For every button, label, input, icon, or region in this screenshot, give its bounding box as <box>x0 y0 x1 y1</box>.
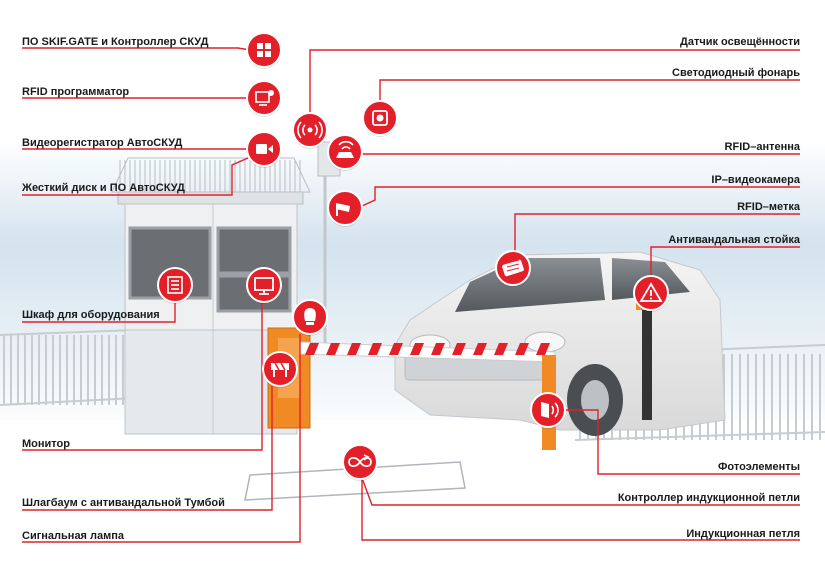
callout-line-signal-lamp <box>22 334 301 543</box>
grid-icon <box>246 32 282 69</box>
loop-icon <box>342 444 378 481</box>
ip-camera-icon <box>327 190 363 227</box>
monitor-icon <box>246 267 282 304</box>
photocell-icon <box>530 392 566 429</box>
label-rfid-programmer: RFID программатор <box>22 86 130 98</box>
label-antivandal-post: Антивандальная стойка <box>668 234 800 246</box>
barrier-icon <box>262 351 298 388</box>
label-induction-loop: Индукционная петля <box>686 528 800 540</box>
induction-loop-shape <box>244 461 466 501</box>
label-barrier: Шлагбаум с антивандальной Тумбой <box>22 497 225 509</box>
callout-line-photo-elements <box>565 409 800 475</box>
callout-line-rfid-tag <box>514 213 800 251</box>
callout-line-equipment-cabinet <box>22 302 176 323</box>
label-light-sensor: Датчик освещённости <box>679 36 800 48</box>
callout-line-ip-camera <box>361 186 800 207</box>
programmer-icon <box>246 80 282 117</box>
label-loop-controller: Контроллер индукционной петли <box>617 492 800 504</box>
cabinet-icon <box>157 267 193 304</box>
antenna-icon <box>327 134 363 171</box>
callout-line-barrier <box>22 386 273 511</box>
callout-line-hard-disk <box>22 157 249 196</box>
label-video-recorder: Видеорегистратор АвтоСКУД <box>22 137 183 149</box>
label-rfid-tag: RFID–метка <box>737 201 800 213</box>
label-signal-lamp: Сигнальная лампа <box>22 530 125 542</box>
left-fence <box>0 329 136 406</box>
callout-line-monitor <box>22 302 263 451</box>
label-hard-disk: Жесткий диск и ПО АвтоСКУД <box>22 182 185 194</box>
warning-icon <box>633 275 669 312</box>
led-lamp-icon <box>362 100 398 137</box>
callout-line-led-lamp <box>379 79 800 101</box>
rfid-tag-icon <box>495 250 531 287</box>
video-camera-icon <box>246 131 282 168</box>
callout-line-induction-loop <box>361 478 800 541</box>
callout-line-antivandal-post <box>650 246 800 276</box>
label-led-lamp: Светодиодный фонарь <box>672 67 800 79</box>
label-photo-elements: Фотоэлементы <box>718 461 800 473</box>
lamp-icon <box>292 299 328 336</box>
label-equipment-cabinet: Шкаф для оборудования <box>22 309 160 321</box>
label-skif-gate: ПО SKIF.GATE и Контроллер СКУД <box>22 36 209 48</box>
callout-line-loop-controller <box>361 477 800 506</box>
callout-line-skif-gate <box>22 47 251 51</box>
label-ip-camera: IP–видеокамера <box>711 174 800 186</box>
label-rfid-antenna: RFID–антенна <box>724 141 800 153</box>
label-monitor: Монитор <box>22 438 70 450</box>
callout-line-light-sensor <box>309 49 800 113</box>
light-sensor-icon <box>292 112 328 149</box>
